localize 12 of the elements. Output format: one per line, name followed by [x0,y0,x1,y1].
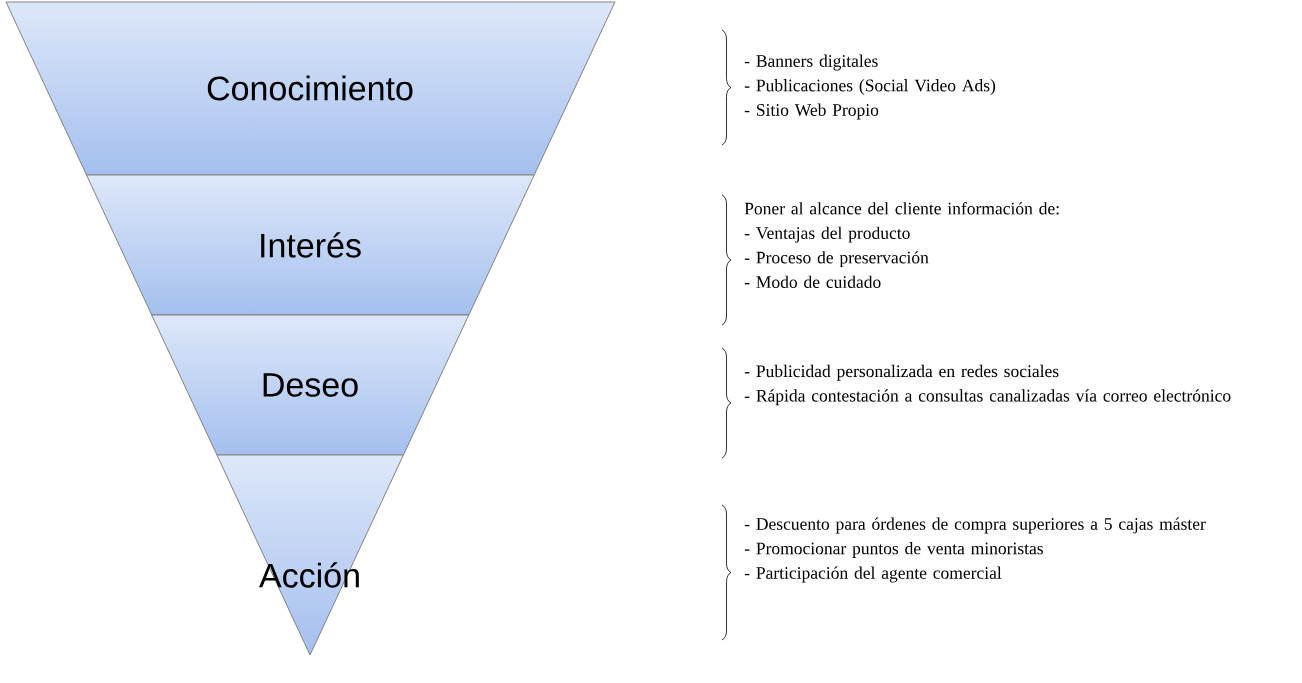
node-label: - Modo de cuidado [744,275,881,288]
bullet-list: Poner al alcance del cliente información de: - Ventajas del producto - Proceso de preservación - Modo de cuidado [744,202,1059,288]
funnel-band: Deseo [151,314,470,456]
node-label: - Proceso de preservación [744,251,929,268]
node-label: Poner al alcance del cliente información de: [744,202,1059,215]
bullet-list: - Descuento para órdenes de compra superiores a 5 cajas máster - Promocionar puntos de venta minoristas - Participación del agente comercial [744,517,1206,583]
node-label: - Ventajas del producto [744,226,910,243]
funnel-band: Acción [216,454,404,656]
funnel-band: Conocimiento [5,1,616,176]
bullet-list: - Banners digitales - Publicaciones (Social Video Ads) - Sitio Web Propio [744,54,996,120]
funnel-band: Interés [86,174,535,316]
bullet-list: - Publicidad personalizada en redes sociales - Rápida contestación a consultas canalizadas vía correo electrónico [744,364,1231,406]
